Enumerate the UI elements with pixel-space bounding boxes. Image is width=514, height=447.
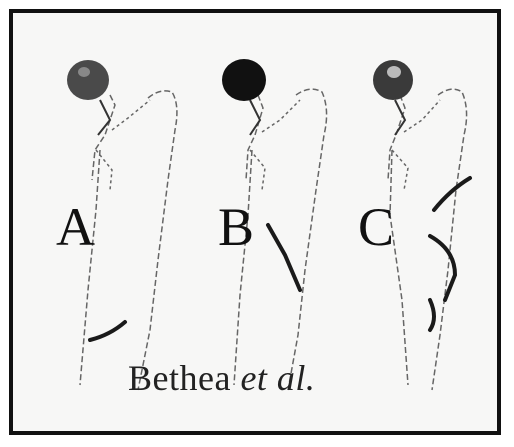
neck-a	[98, 100, 110, 135]
fracture-line-c-middle	[430, 236, 455, 300]
fracture-line-c-upper	[434, 178, 470, 210]
caption-etal: et al.	[240, 358, 315, 398]
caption-author: Bethea	[128, 358, 231, 398]
femoral-head-b	[222, 59, 266, 101]
panel-label-c: C	[358, 200, 394, 254]
panel-label-a: A	[56, 200, 95, 254]
fracture-line-c-lower	[430, 300, 434, 330]
neck-b	[250, 100, 260, 135]
femoral-head-c-highlight	[387, 66, 401, 78]
femoral-head-a-highlight	[78, 67, 90, 77]
femoral-head-c	[373, 60, 413, 100]
figure-caption: Bethea et al.	[128, 357, 428, 399]
femur-c	[388, 89, 467, 390]
femoral-head-a	[67, 60, 109, 100]
panel-label-b: B	[218, 200, 254, 254]
fracture-line-a	[90, 322, 125, 340]
fracture-line-b	[268, 225, 300, 290]
